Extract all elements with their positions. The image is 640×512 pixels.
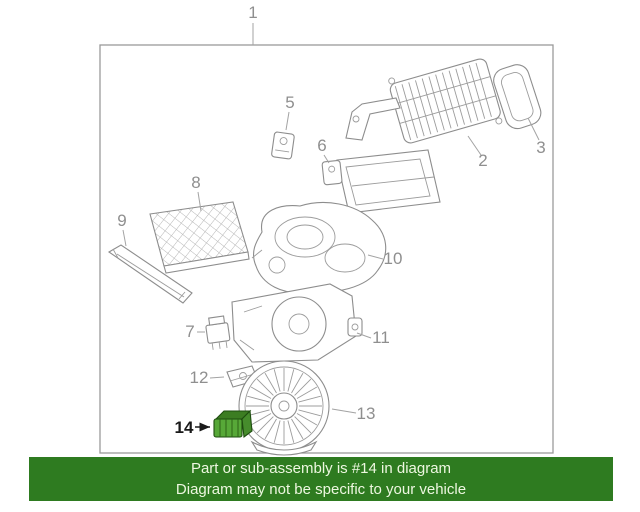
callout-1: 1: [248, 3, 257, 22]
part-2-heater-core-assembly: [388, 58, 503, 144]
leader-line-8: [197, 191, 202, 212]
mount-bracket: [345, 97, 401, 141]
callout-8: 8: [191, 173, 200, 192]
leader-line-11: [356, 332, 372, 339]
leader-line-2: [467, 135, 482, 156]
callout-9: 9: [117, 211, 126, 230]
callout-7: 7: [185, 322, 194, 341]
callout-14: 14: [175, 418, 194, 437]
leader-line-12: [209, 376, 225, 379]
leader-line-6: [323, 154, 330, 164]
part-6-bracket: [321, 159, 343, 186]
part-11-blower-case: [231, 283, 363, 363]
callout-6: 6: [317, 136, 326, 155]
part-8-cabin-filter: [149, 201, 250, 274]
callout-11: 11: [372, 328, 390, 347]
result-banner: Part or sub-assembly is #14 in diagram D…: [29, 457, 613, 501]
part-10-evaporator-case: [251, 201, 387, 294]
leader-line-13: [331, 408, 357, 414]
callout-13: 13: [357, 404, 376, 423]
banner-line2: Diagram may not be specific to your vehi…: [175, 481, 467, 498]
callout-12: 12: [190, 368, 209, 387]
part-9-filter-cover: [107, 244, 193, 304]
callout-3: 3: [536, 138, 545, 157]
part-5-bracket: [271, 131, 295, 160]
callout-10: 10: [384, 249, 403, 268]
leader-line-5: [285, 111, 290, 131]
assembly-boundary-box: [99, 44, 554, 454]
upper-tray: [336, 149, 441, 214]
part-3-seal: [493, 64, 542, 130]
banner-line1: Part or sub-assembly is #14 in diagram: [190, 460, 452, 477]
callout-2: 2: [478, 151, 487, 170]
leader-line-10: [367, 254, 384, 260]
callout-5: 5: [285, 93, 294, 112]
part-14-highlighted: [213, 409, 253, 439]
part-13-blower-motor: [238, 360, 330, 456]
leader-line-3: [527, 117, 540, 141]
part-7-resistor: [205, 315, 231, 350]
leader-line-9: [122, 229, 127, 247]
